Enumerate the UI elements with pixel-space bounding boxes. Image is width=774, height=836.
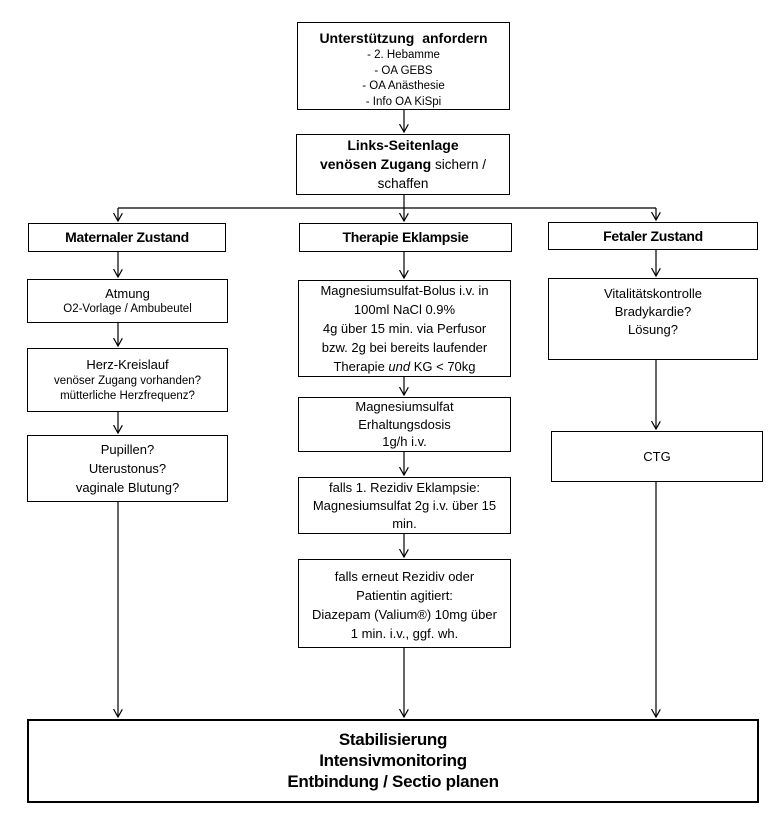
box-line: min. xyxy=(392,515,417,531)
box-title: Atmung xyxy=(105,285,150,301)
header-label: Maternaler Zustand xyxy=(65,229,189,246)
box-label: CTG xyxy=(643,449,671,464)
box-line-bold: venösen Zugang xyxy=(319,156,432,172)
box-line: Uterustonus? xyxy=(88,461,167,476)
box-line: Entbindung / Sectio planen xyxy=(287,772,499,791)
header-label: Therapie Eklampsie xyxy=(342,229,469,246)
list-item: - 2. Hebamme xyxy=(367,49,440,61)
box-line: Magnesiumsulfat xyxy=(355,399,454,415)
box-line: sichern / xyxy=(431,157,486,172)
magnesium-maintenance-box: Magnesiumsulfat Erhaltungsdosis 1g/h i.v… xyxy=(298,397,511,452)
breathing-box: Atmung O2-Vorlage / Ambubeutel xyxy=(27,279,228,323)
box-line: venöser Zugang vorhanden? xyxy=(53,374,202,387)
box-line: Diazepam (Valium®) 10mg über xyxy=(312,607,497,622)
list-item: - Info OA KiSpi xyxy=(365,95,442,108)
box-line-bold: Links-Seitenlage xyxy=(347,137,459,153)
box-title: Unterstützung anfordern xyxy=(319,30,488,46)
box-line: Patientin agitiert: xyxy=(356,588,453,603)
box-line: Pupillen? xyxy=(100,442,155,457)
box-line: Magnesiumsulfat-Bolus i.v. in xyxy=(320,283,489,298)
box-line: 100ml NaCl 0.9% xyxy=(353,302,456,317)
box-line: Lösung? xyxy=(628,322,678,337)
italic-run: und xyxy=(388,359,411,374)
therapy-header: Therapie Eklampsie xyxy=(299,223,512,252)
maternal-status-header: Maternaler Zustand xyxy=(28,223,226,252)
box-line: 4g über 15 min. via Perfusor xyxy=(322,321,487,336)
box-line: bzw. 2g bei bereits laufender xyxy=(321,340,488,355)
stabilization-box: Stabilisierung Intensivmonitoring Entbin… xyxy=(27,719,759,803)
header-label: Fetaler Zustand xyxy=(603,227,703,244)
vitality-check-box: Vitalitätskontrolle Bradykardie? Lösung? xyxy=(548,278,758,360)
box-line: 1g/h i.v. xyxy=(382,434,427,450)
first-relapse-box: falls 1. Rezidiv Eklampsie: Magnesiumsul… xyxy=(298,477,511,534)
box-line: mütterliche Herzfrequenz? xyxy=(60,390,195,402)
circulation-box: Herz-Kreislauf venöser Zugang vorhanden?… xyxy=(27,348,228,412)
box-line: Magnesiumsulfat 2g i.v. über 15 xyxy=(312,497,497,513)
box-line: Intensivmonitoring xyxy=(319,751,467,770)
box-line: Stabilisierung xyxy=(338,730,448,749)
diazepam-box: falls erneut Rezidiv oder Patientin agit… xyxy=(298,559,511,648)
box-line: O2-Vorlage / Ambubeutel xyxy=(63,302,192,315)
fetal-status-header: Fetaler Zustand xyxy=(548,222,758,250)
box-line: vaginale Blutung? xyxy=(75,480,180,495)
box-line: schaffen xyxy=(377,176,429,191)
box-line: 1 min. i.v., ggf. wh. xyxy=(350,626,459,641)
box-line: falls 1. Rezidiv Eklampsie: xyxy=(329,479,480,495)
list-item: - OA GEBS xyxy=(374,64,433,77)
left-lateral-position-box: Links-Seitenlage venösen Zugang sichern … xyxy=(296,134,510,195)
box-line: falls erneut Rezidiv oder xyxy=(334,569,475,584)
list-item: - OA Anästhesie xyxy=(362,80,445,92)
pupils-checks-box: Pupillen? Uterustonus? vaginale Blutung? xyxy=(27,435,228,502)
box-line: Therapie und KG < 70kg xyxy=(333,359,476,374)
request-support-box: Unterstützung anfordern - 2. Hebamme - O… xyxy=(297,22,510,110)
box-line: Vitalitätskontrolle xyxy=(603,286,703,301)
box-title: Herz-Kreislauf xyxy=(86,356,169,372)
box-line: Erhaltungsdosis xyxy=(358,416,451,432)
box-line: Bradykardie? xyxy=(614,304,692,319)
magnesium-bolus-box: Magnesiumsulfat-Bolus i.v. in 100ml NaCl… xyxy=(298,280,511,377)
ctg-box: CTG xyxy=(551,431,763,482)
